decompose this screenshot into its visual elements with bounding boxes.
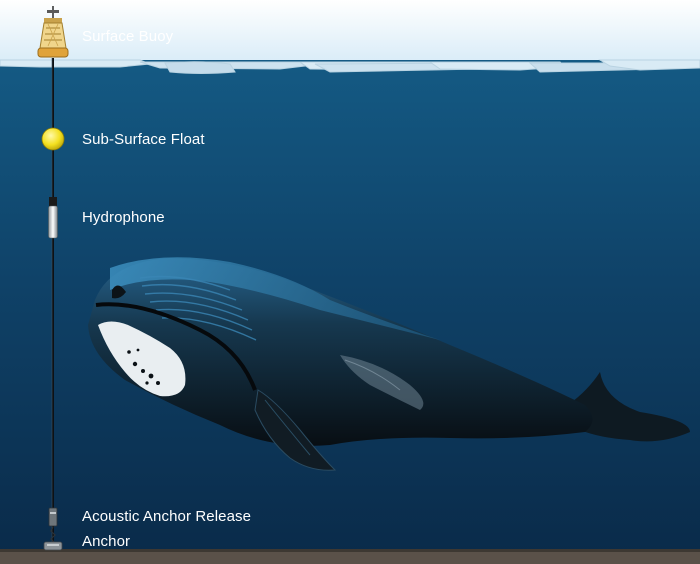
anchor-label: Anchor: [82, 533, 131, 550]
sub-surface-float-label: Sub-Surface Float: [82, 131, 205, 148]
sky: [0, 0, 700, 66]
acoustic-anchor-release-label: Acoustic Anchor Release: [82, 508, 252, 525]
surface-buoy-label: Surface Buoy: [82, 28, 174, 45]
bowhead-whale-illustration: [88, 257, 690, 471]
surface-buoy-icon: [37, 6, 69, 58]
seafloor: [0, 551, 700, 564]
hydrophone-icon: [48, 197, 58, 239]
hydrophone-label: Hydrophone: [82, 209, 165, 226]
sea-ice: [0, 59, 700, 74]
anchor-icon: [43, 541, 63, 551]
sub-surface-float-icon: [41, 127, 65, 151]
acoustic-release-icon: [48, 507, 58, 544]
